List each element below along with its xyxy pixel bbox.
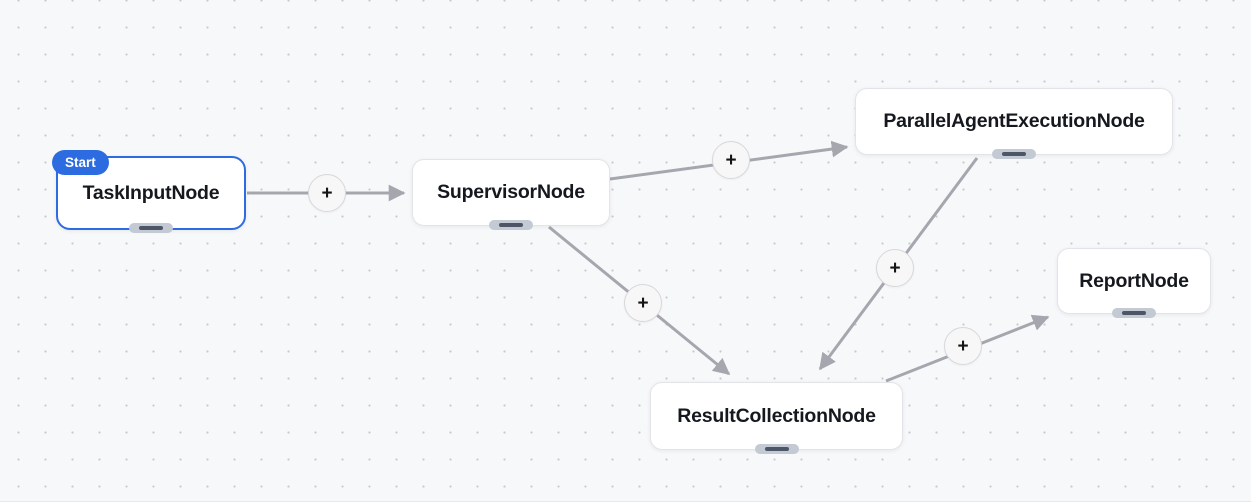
node-title: TaskInputNode bbox=[82, 181, 220, 204]
handle-grip-icon bbox=[499, 223, 523, 227]
node-output-handle[interactable] bbox=[992, 149, 1036, 159]
plus-icon: + bbox=[889, 257, 901, 279]
edge-add-node-button[interactable]: + bbox=[624, 284, 662, 322]
node-output-handle[interactable] bbox=[1112, 308, 1156, 318]
node-title: ReportNode bbox=[1079, 269, 1189, 292]
plus-icon: + bbox=[957, 335, 969, 357]
edge-add-node-button[interactable]: + bbox=[944, 327, 982, 365]
node-title: SupervisorNode bbox=[437, 181, 585, 203]
handle-grip-icon bbox=[1002, 152, 1026, 156]
node-title: ParallelAgentExecutionNode bbox=[883, 110, 1145, 132]
node-output-handle[interactable] bbox=[754, 444, 799, 454]
plus-icon: + bbox=[637, 292, 649, 314]
flow-node-supervisor[interactable]: SupervisorNode bbox=[412, 159, 610, 230]
node-title: ResultCollectionNode bbox=[677, 404, 876, 427]
plus-icon: + bbox=[321, 182, 333, 204]
handle-grip-icon bbox=[1122, 311, 1146, 315]
plus-icon: + bbox=[725, 149, 737, 171]
handle-grip-icon bbox=[764, 447, 789, 451]
flow-node-report[interactable]: ReportNode bbox=[1057, 248, 1211, 318]
start-badge: Start bbox=[52, 150, 109, 175]
edge-paths bbox=[247, 140, 1050, 383]
edge-add-node-button[interactable]: + bbox=[876, 249, 914, 287]
edge-add-node-button[interactable]: + bbox=[712, 141, 750, 179]
node-output-handle[interactable] bbox=[129, 223, 173, 233]
flow-node-parallel[interactable]: ParallelAgentExecutionNode bbox=[855, 88, 1173, 159]
handle-grip-icon bbox=[139, 226, 163, 230]
flow-node-result[interactable]: ResultCollectionNode bbox=[650, 382, 903, 454]
node-output-handle[interactable] bbox=[489, 220, 533, 230]
edge-add-node-button[interactable]: + bbox=[308, 174, 346, 212]
